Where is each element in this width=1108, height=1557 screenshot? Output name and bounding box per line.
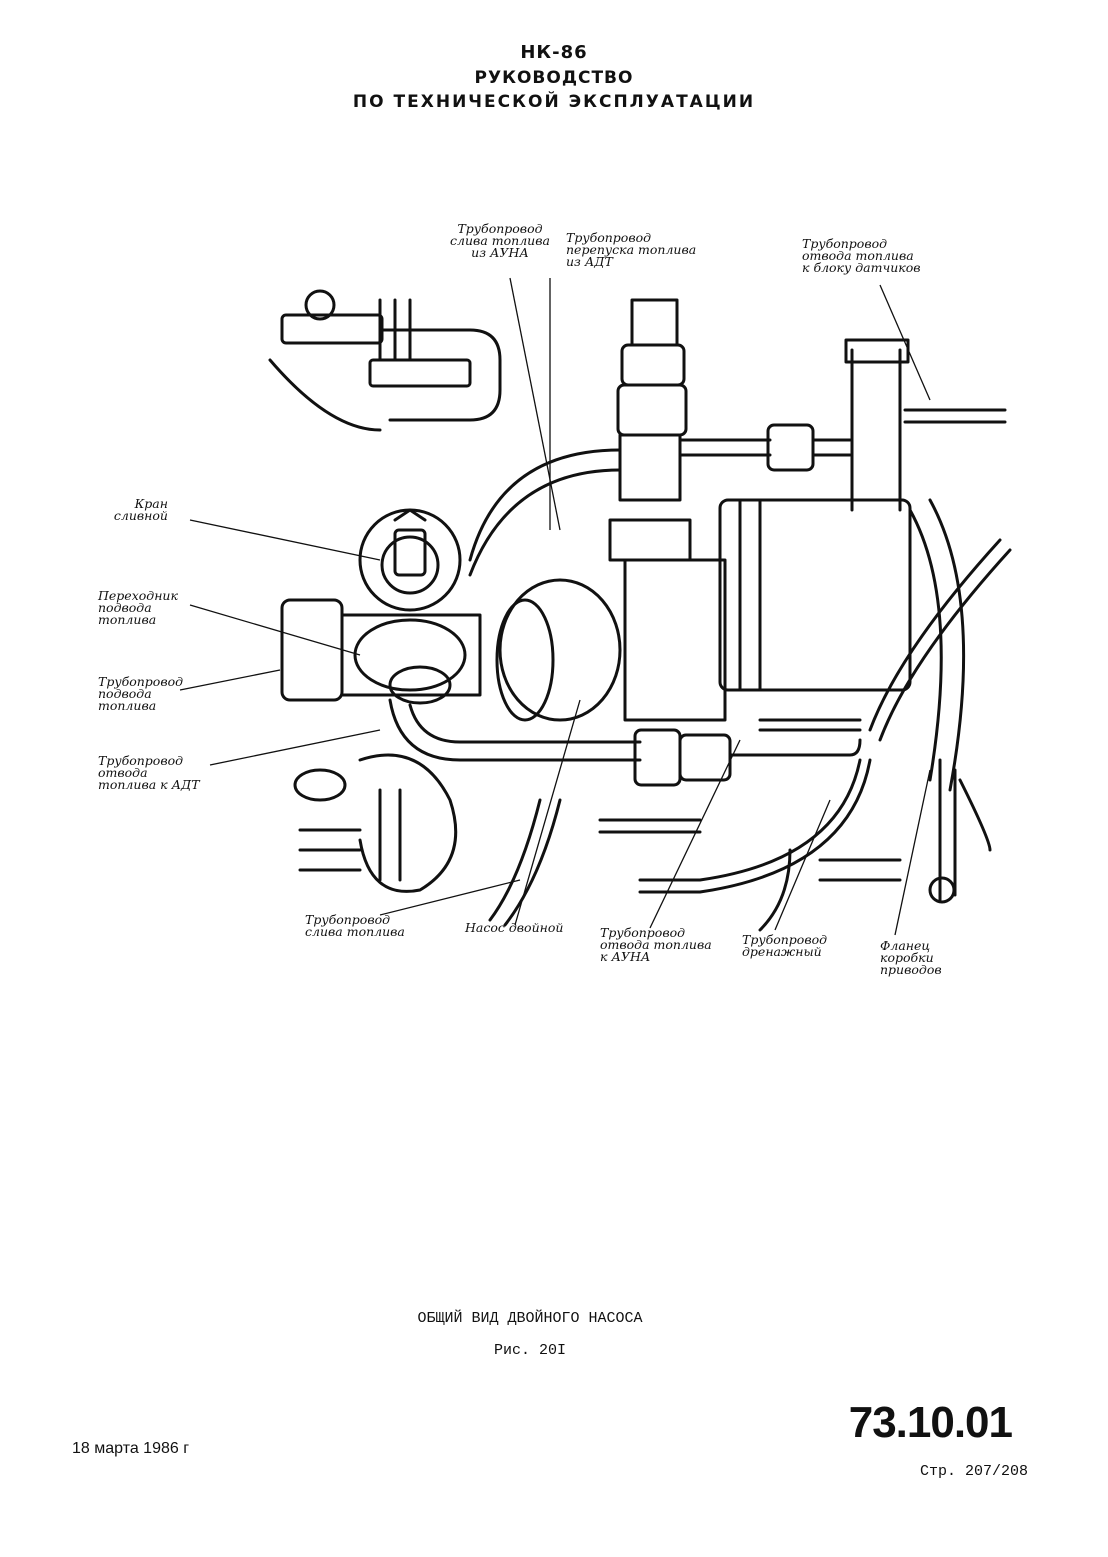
page-number: Стр. 207/208 — [919, 1463, 1028, 1480]
twin-pump-illustration — [179, 277, 1012, 936]
figure-caption: ОБЩИЙ ВИД ДВОЙНОГО НАСОСА — [417, 1310, 643, 1327]
revision-date: 18 марта 1986 г — [72, 1440, 190, 1457]
manual-title: РУКОВОДСТВО — [474, 68, 634, 88]
document-number: 73.10.01 — [848, 1398, 1013, 1447]
manual-subtitle: ПО ТЕХНИЧЕСКОЙ ЭКСПЛУАТАЦИИ — [352, 92, 756, 112]
label-twin-pump: Насос двойной — [465, 920, 564, 935]
figure-number: Рис. 20I — [493, 1342, 566, 1359]
manual-code: НК-86 — [520, 42, 588, 63]
